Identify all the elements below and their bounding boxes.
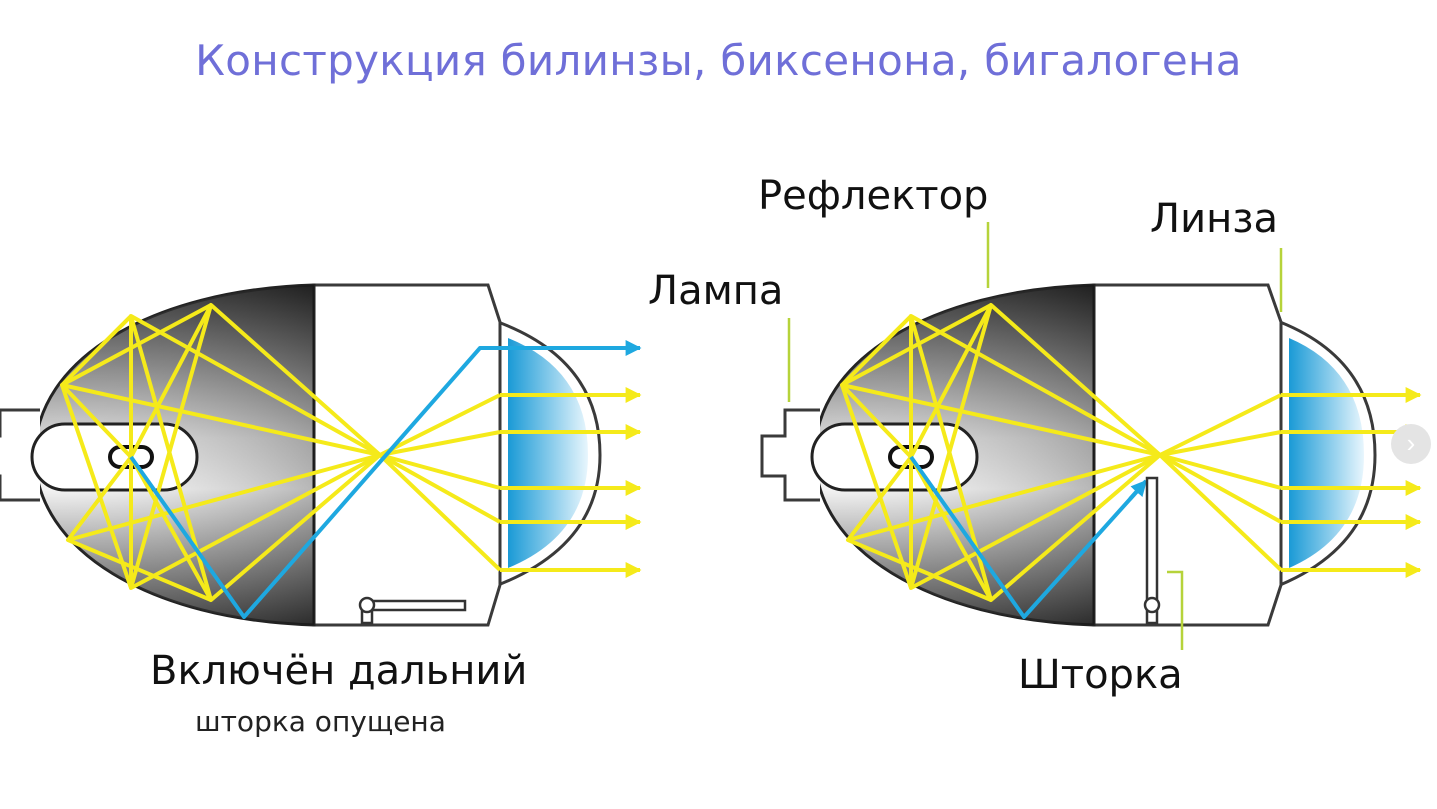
page-title: Конструкция билинзы, биксенона, бигалоге…: [195, 36, 1242, 85]
caption-left-sub: шторка опущена: [195, 705, 446, 738]
label-lens: Линза: [1150, 196, 1279, 242]
left-headlight: [0, 283, 642, 627]
label-lamp: Лампа: [648, 268, 784, 314]
right-lens-glass: [1289, 338, 1364, 568]
leader-lines: [787, 222, 1283, 650]
right-headlight: [760, 222, 1422, 650]
right-socket: [760, 408, 820, 502]
left-housing: [312, 283, 502, 627]
left-lens-glass: [508, 338, 588, 568]
right-housing: [1092, 283, 1283, 627]
right-shutter: [1143, 476, 1161, 625]
left-socket: [0, 408, 40, 502]
label-reflector: Рефлектор: [758, 173, 989, 219]
caption-left-main: Включён дальний: [150, 648, 528, 694]
chevron-right-icon[interactable]: ›: [1391, 424, 1431, 464]
label-shutter: Шторка: [1018, 652, 1183, 698]
left-shutter: [358, 596, 467, 625]
